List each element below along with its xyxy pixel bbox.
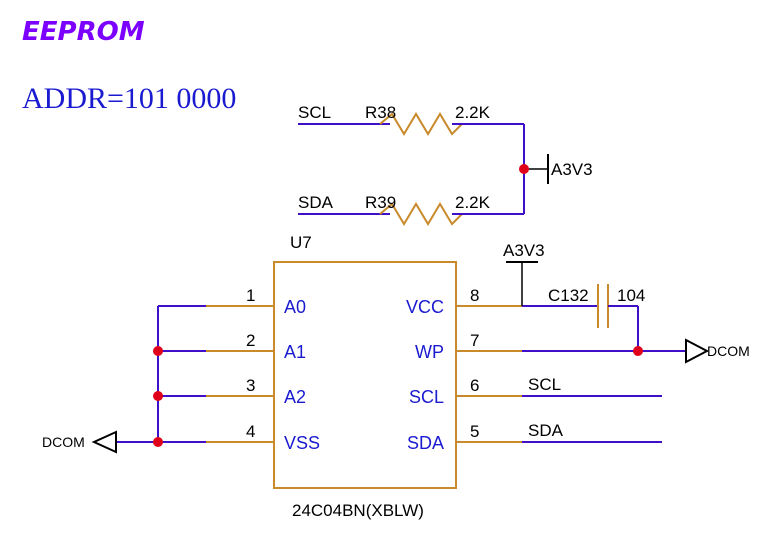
pin-8-number: 8	[470, 286, 479, 305]
dcom-right-symbol	[685, 338, 710, 364]
pin-5-number: 5	[470, 422, 479, 441]
pin-7-number: 7	[470, 331, 479, 350]
junction-vss	[153, 437, 163, 447]
dcom-left-label: DCOM	[42, 434, 85, 450]
pin-sda-name: SDA	[407, 433, 444, 453]
scl-net-label: SCL	[528, 375, 561, 394]
address-note: ADDR=101 0000	[22, 82, 236, 115]
pin-6-number: 6	[470, 376, 479, 395]
sda-net-label: SDA	[528, 421, 564, 440]
r38-value: 2.2K	[455, 103, 491, 122]
pin-4-number: 4	[246, 422, 255, 441]
chip-body	[273, 261, 457, 489]
capacitor-ref: C132	[548, 286, 589, 305]
capacitor-value: 104	[617, 286, 645, 305]
r39-value: 2.2K	[455, 193, 491, 212]
pin-a1-name: A1	[284, 342, 306, 362]
pullup-sda-net-label: SDA	[298, 193, 334, 212]
resistor-r38	[379, 112, 463, 136]
dcom-right-label: DCOM	[707, 343, 750, 359]
r38-ref: R38	[365, 103, 396, 122]
pin-1-number: 1	[246, 286, 255, 305]
junction-wp	[633, 346, 643, 356]
pin-a2-name: A2	[284, 387, 306, 407]
pin-3-number: 3	[246, 376, 255, 395]
junction-a2	[153, 391, 163, 401]
resistor-r39	[379, 202, 463, 226]
pin-a0-name: A0	[284, 297, 306, 317]
page-title: EEPROM	[22, 17, 145, 47]
pullup-scl-net-label: SCL	[298, 103, 331, 122]
vcc-power-label: A3V3	[503, 241, 545, 260]
pin-2-number: 2	[246, 331, 255, 350]
pullup-power-label: A3V3	[551, 160, 593, 179]
pin-scl-name: SCL	[409, 387, 444, 407]
chip-ref: U7	[290, 233, 312, 252]
pin-vcc-name: VCC	[406, 297, 444, 317]
pullup-junction	[519, 164, 529, 174]
r39-ref: R39	[365, 193, 396, 212]
dcom-left-symbol	[91, 430, 117, 454]
pin-wp-name: WP	[415, 342, 444, 362]
junction-a1	[153, 346, 163, 356]
chip-part-number: 24C04BN(XBLW)	[292, 501, 424, 520]
pin-vss-name: VSS	[284, 433, 320, 453]
